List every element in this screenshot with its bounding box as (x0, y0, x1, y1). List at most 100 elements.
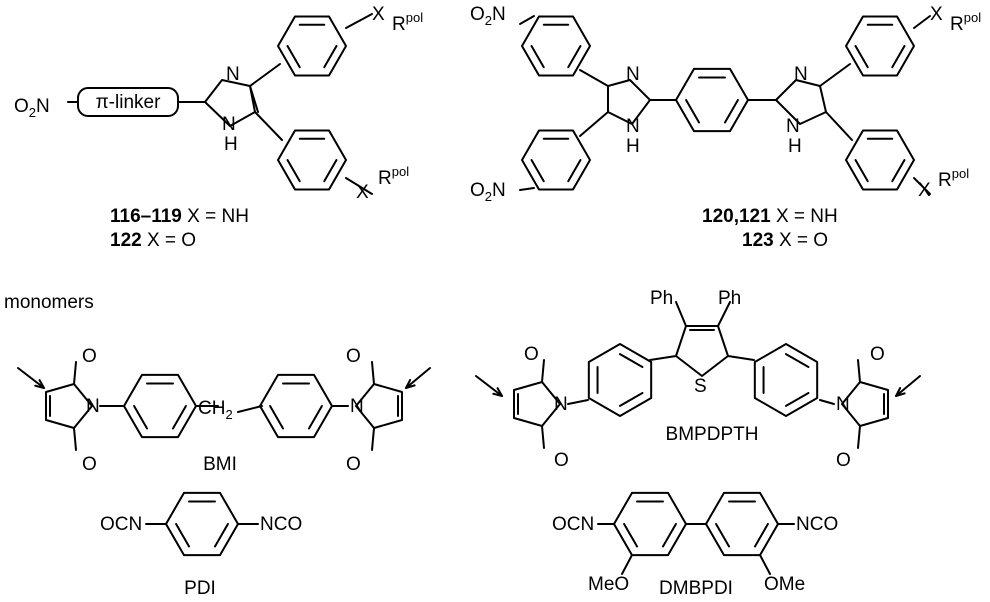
imidazole-3-nh-n: N (786, 116, 800, 137)
aryl-bot-1-double (286, 159, 301, 183)
bond-aryl-x-bot (345, 177, 373, 195)
x-bot-3-part: X (918, 180, 931, 201)
x-bot-1: X (356, 182, 369, 203)
rpol-top-3-part: pol (964, 10, 981, 25)
nitro-group-1-part: O (14, 96, 29, 117)
aryl-bot-1-double (323, 159, 338, 183)
ph-left: Ph (650, 288, 673, 309)
rpol-bot-1-part: R (378, 168, 392, 189)
dmbpdi-ocn-part: OCN (552, 514, 594, 535)
bmi-n-left: N (86, 396, 100, 417)
bmpdpth-bond-ar-th (649, 355, 677, 361)
bmpdpth-maleimide-right-co-top (857, 359, 861, 383)
bmi-aryl-right-double (307, 405, 323, 430)
nitroaryl-bot-2 (521, 129, 591, 191)
bmi-o-right-bot: O (346, 454, 361, 475)
bmi-o-right-top-part: O (346, 346, 361, 367)
bmpdpth-caption-part: BMPDPTH (666, 424, 759, 445)
bmi-maleimide-left-co-bot (73, 427, 77, 451)
dmbpdi-ocn: OCN (552, 514, 594, 535)
bond-imid-aryl-top (249, 63, 281, 87)
nitroaryl-bot-2-double (567, 159, 582, 183)
ph-left-part: Ph (650, 288, 673, 309)
x-bot-3: X (918, 180, 931, 201)
caption-123-part: X = O (774, 230, 828, 251)
bmi-ch2-part: CH (198, 398, 225, 419)
bmpdpth-bond-ar-n (819, 399, 835, 405)
dmbpdi-aryl-right-double (715, 523, 731, 548)
nitro-group-1-part: N (36, 96, 50, 117)
caption-122-part: X = O (142, 230, 196, 251)
bond-imid3-aryl-bot (825, 111, 853, 141)
bmpdpth-o-right-bot-part: O (836, 450, 851, 471)
caption-120-121-part: X = NH (771, 206, 838, 227)
bmi-o-left-bot: O (82, 454, 97, 475)
pdi-aryl-double (175, 523, 191, 548)
pdi-aryl-double (213, 523, 229, 548)
bmpdpth-o-right-bot: O (836, 450, 851, 471)
pdi-aryl (165, 491, 239, 557)
thiophene-s: S (694, 376, 707, 397)
thiophene-ring (675, 325, 729, 377)
nitroaryl-bot-2-double (530, 159, 545, 183)
nitro-group-1: O2N (14, 96, 50, 120)
caption-122: 122 X = O (110, 230, 196, 251)
nitro-group-2a: O2N (470, 4, 506, 28)
bmpdpth-n-left: N (554, 394, 568, 415)
dmbpdi-meo-part: MeO (588, 574, 629, 595)
nitro-group-2b: O2N (470, 180, 506, 204)
bond-aryl-x-bot-3 (913, 177, 931, 195)
imidazole-2-nh-h-part: H (626, 136, 640, 157)
bmpdpth-maleimide-right-co-bot (857, 425, 861, 449)
pi-linker-label-part: π-linker (96, 92, 162, 113)
nitro-group-2a-part: O (470, 4, 485, 25)
dmbpdi-ome: OMe (764, 574, 805, 595)
imidazole-3-n: N (794, 64, 808, 85)
bond-aryl-x-top-3 (913, 15, 931, 29)
aryl-bot-3-double (854, 159, 869, 183)
pdi-caption-part: PDI (184, 578, 216, 599)
central-phenylene (675, 67, 749, 133)
aryl-top-3-double (891, 45, 906, 69)
bmpdpth-caption: BMPDPTH (666, 424, 759, 445)
bmi-aryl-left-double (133, 405, 149, 430)
bmpdpth-o-left-top: O (524, 344, 539, 365)
bmpdpth-arrow-right-head (895, 387, 906, 397)
rpol-top-1-part: pol (406, 10, 423, 25)
caption-116-119-part: X = NH (182, 206, 249, 227)
imidazole-1-nh-h-part: H (224, 134, 238, 155)
aryl-top-3-double (854, 45, 869, 69)
dmbpdi-aryl-left-double (623, 523, 639, 548)
caption-116-119-part: 116–119 (110, 206, 182, 227)
bmpdpth-aryl-right (753, 343, 819, 417)
imidazole-1-nh-n-part: N (222, 114, 236, 135)
bmpdpth-aryl-left-double (619, 391, 644, 407)
bmpdpth-arrow-right (895, 375, 921, 397)
bmpdpth-o-left-top-part: O (524, 344, 539, 365)
bmpdpth-maleimide-left-co-top (541, 359, 545, 383)
bmi-aryl-right (259, 373, 333, 439)
aryl-bot-1 (277, 129, 347, 191)
x-top-1: X (372, 4, 385, 25)
bmi-o-right-top: O (346, 346, 361, 367)
bmpdpth-aryl-left-double (619, 353, 644, 369)
bmi-o-left-top: O (82, 346, 97, 367)
caption-123: 123 X = O (742, 230, 828, 251)
rpol-top-1-part: R (392, 14, 406, 35)
bmpdpth-n-right: N (836, 394, 850, 415)
nitro-group-2b-part: N (492, 180, 506, 201)
imidazole-3-n-part: N (794, 64, 808, 85)
dmbpdi-bond-ome (759, 554, 771, 575)
pdi-nco: NCO (260, 514, 302, 535)
nitro-group-2b-part: 2 (485, 189, 492, 204)
dmbpdi-meo: MeO (588, 574, 629, 595)
bmi-arrow-left-head (34, 379, 45, 389)
imidazole-ring-2 (607, 79, 651, 125)
caption-120-121-part: 121 (739, 206, 771, 227)
bmi-o-left-top-part: O (82, 346, 97, 367)
caption-120-121-part: 120 (702, 206, 734, 227)
ph-right: Ph (718, 288, 741, 309)
bmi-bond-ch2-ar (237, 405, 263, 413)
bmpdpth-maleimide-right (841, 381, 889, 427)
rpol-top-1: Rpol (392, 10, 423, 35)
